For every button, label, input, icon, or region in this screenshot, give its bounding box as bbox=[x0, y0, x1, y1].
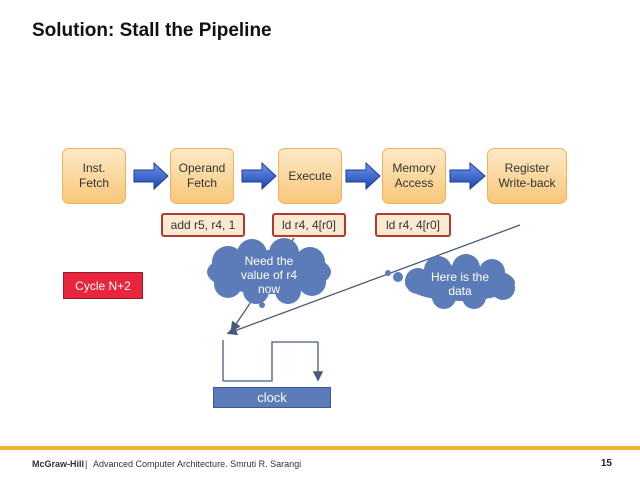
data-callout-text: Here is the data bbox=[430, 270, 490, 298]
footer-separator: | bbox=[85, 459, 88, 469]
cycle-label: Cycle N+2 bbox=[63, 272, 143, 299]
stage-memory-access: Memory Access bbox=[382, 148, 446, 204]
footer-rule bbox=[0, 446, 640, 450]
stage-arrow-4 bbox=[449, 161, 486, 191]
footer-publisher: McGraw-Hill bbox=[32, 459, 85, 469]
stage-operand-fetch-label: Operand Fetch bbox=[178, 161, 226, 190]
footer-source: Advanced Computer Architecture. Smruti R… bbox=[93, 459, 302, 469]
stage-inst-fetch-label: Inst. Fetch bbox=[78, 161, 109, 190]
clock-label: clock bbox=[213, 387, 331, 408]
data-arrow-line bbox=[226, 224, 521, 336]
need-callout-text: Need the value of r4 now bbox=[240, 254, 298, 296]
instr-operand-fetch: add r5, r4, 1 bbox=[161, 213, 245, 237]
stage-inst-fetch: Inst. Fetch bbox=[62, 148, 126, 204]
stage-arrow-2 bbox=[241, 161, 277, 191]
stage-register-writeback-label: Register Write-back bbox=[498, 161, 556, 190]
stage-execute: Execute bbox=[278, 148, 342, 204]
stage-arrow-3 bbox=[345, 161, 381, 191]
page-number: 15 bbox=[600, 458, 612, 469]
stage-arrow-1 bbox=[133, 161, 169, 191]
stage-execute-label: Execute bbox=[288, 168, 332, 183]
instr-memory-access: ld r4, 4[r0] bbox=[375, 213, 451, 237]
instr-execute: ld r4, 4[r0] bbox=[272, 213, 346, 237]
clock-waveform bbox=[222, 340, 324, 382]
need-cloud bbox=[207, 238, 331, 308]
stage-memory-access-label: Memory Access bbox=[392, 161, 436, 190]
stage-operand-fetch: Operand Fetch bbox=[170, 148, 234, 204]
slide-title: Solution: Stall the Pipeline bbox=[32, 20, 272, 41]
stage-register-writeback: Register Write-back bbox=[487, 148, 567, 204]
data-cloud bbox=[385, 254, 515, 309]
